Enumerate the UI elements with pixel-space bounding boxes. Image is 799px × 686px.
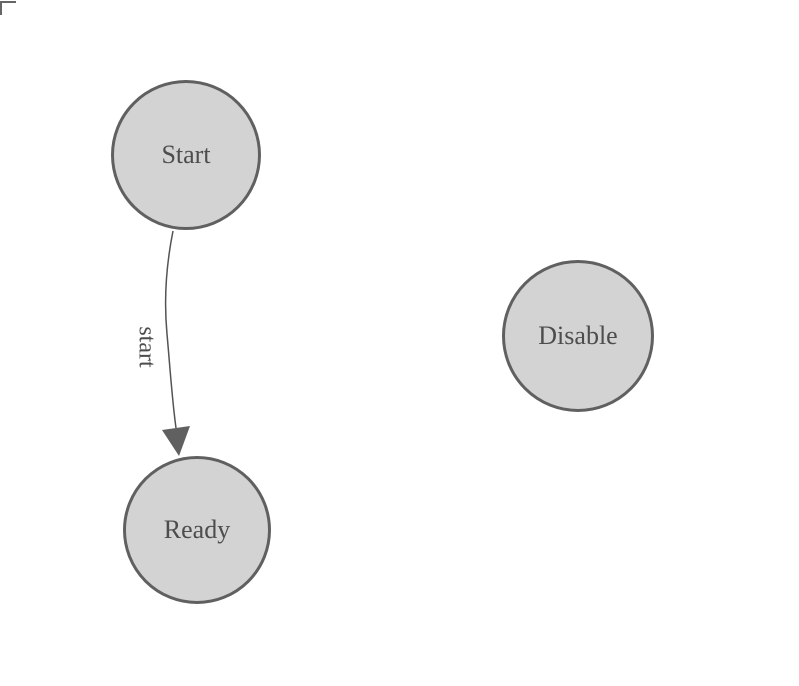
arrowhead-icon <box>162 426 190 456</box>
transition-label-start[interactable]: start <box>133 326 160 368</box>
state-node-ready-label: Ready <box>163 515 231 544</box>
state-node-disable[interactable]: Disable <box>502 260 654 412</box>
canvas-origin-corner-mark <box>0 1 16 15</box>
state-node-start-label: Start <box>161 140 211 169</box>
state-node-start[interactable]: Start <box>111 80 261 230</box>
transition-edge-start-to-ready[interactable] <box>164 230 177 429</box>
state-node-ready[interactable]: Ready <box>123 456 271 604</box>
state-node-disable-label: Disable <box>538 321 618 350</box>
